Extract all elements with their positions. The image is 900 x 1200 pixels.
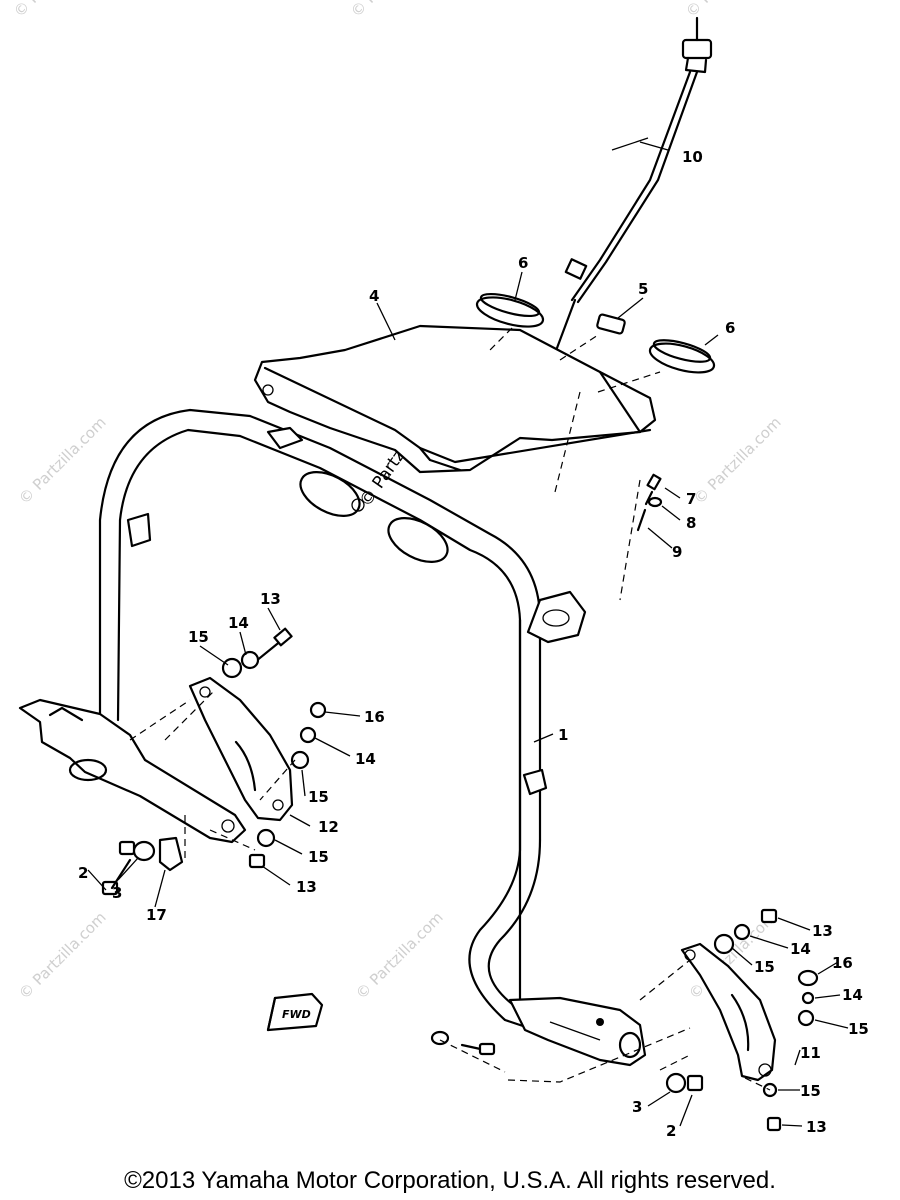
watermark: © Partzilla.com [15, 413, 110, 508]
callout-9: 9 [672, 543, 682, 561]
callout-7: 7 [686, 490, 696, 508]
callout-labels: 10 6 5 6 4 7 8 9 1 13 14 15 16 14 15 12 … [78, 148, 869, 1140]
callout-13: 13 [806, 1118, 827, 1136]
fwd-label: FWD [282, 1008, 311, 1021]
callout-5: 5 [638, 280, 648, 298]
copyright-notice: ©2013 Yamaha Motor Corporation, U.S.A. A… [124, 1167, 776, 1194]
callout-4: 4 [369, 287, 379, 305]
callout-14: 14 [790, 940, 811, 958]
callout-16: 16 [364, 708, 385, 726]
callout-6: 6 [725, 319, 735, 337]
callout-6: 6 [518, 254, 528, 272]
assembly-lines-upper [489, 327, 661, 601]
left-foot-mount [18, 698, 247, 844]
fwd-arrow-icon: FWD [266, 992, 324, 1032]
callout-16: 16 [832, 954, 853, 972]
left-bracket-plate [188, 676, 294, 822]
callout-3: 3 [112, 884, 122, 902]
callout-8: 8 [686, 514, 696, 532]
callout-3: 3 [632, 1098, 642, 1116]
right-foot-mount [508, 996, 647, 1067]
hardware [101, 473, 819, 1132]
right-bracket-plate [680, 942, 777, 1082]
callout-15: 15 [754, 958, 775, 976]
callout-11: 11 [800, 1044, 821, 1062]
callout-14: 14 [842, 986, 863, 1004]
callout-1: 1 [558, 726, 568, 744]
guard-frame [98, 408, 602, 1047]
callout-12: 12 [318, 818, 339, 836]
callout-14: 14 [355, 750, 376, 768]
callout-15: 15 [308, 848, 329, 866]
callout-15: 15 [848, 1020, 869, 1038]
callout-15: 15 [308, 788, 329, 806]
speedometer-cable [543, 16, 713, 382]
callout-15: 15 [188, 628, 209, 646]
callout-2: 2 [78, 864, 88, 882]
clip [596, 313, 626, 335]
callout-17: 17 [146, 906, 167, 924]
exploded-parts-diagram: © Partzilla.com © Partzilla.com © Partzi… [10, 0, 869, 1140]
callout-13: 13 [812, 922, 833, 940]
callout-13: 13 [260, 590, 281, 608]
watermark: © Partzilla.com [347, 0, 442, 21]
assembly-lines-lower [129, 689, 771, 1091]
headlight-bracket [253, 324, 657, 474]
callout-2: 2 [666, 1122, 676, 1140]
watermark: © Partzilla.com [10, 0, 105, 21]
callout-15: 15 [800, 1082, 821, 1100]
rubber-damper-right [648, 339, 716, 374]
callout-10: 10 [682, 148, 703, 166]
leader-lines [87, 141, 849, 1127]
watermark: © Partzilla.com [690, 413, 785, 508]
callout-14: 14 [228, 614, 249, 632]
rubber-damper-left [475, 292, 545, 328]
callout-13: 13 [296, 878, 317, 896]
watermark: © Partzilla.com [352, 908, 447, 1003]
watermark: © Partzilla.com [15, 908, 110, 1003]
